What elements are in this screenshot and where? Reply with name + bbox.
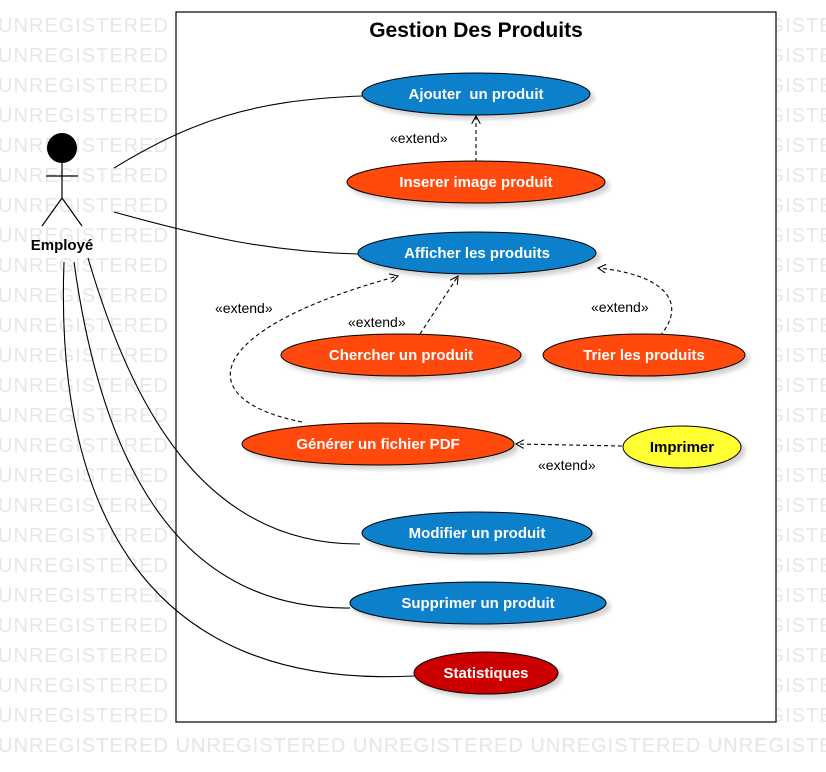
extend-generer-to-afficher xyxy=(229,276,398,423)
use-case-ellipse xyxy=(346,160,606,204)
use-case-label: Statistiques xyxy=(443,665,528,682)
actor-employe[interactable]: Employé xyxy=(31,133,94,254)
use-case-trier[interactable]: Trier les produits xyxy=(542,333,746,377)
use-case-label: Imprimer xyxy=(650,439,714,456)
use-case-supprimer[interactable]: Supprimer un produit xyxy=(349,581,607,625)
extend-label: «extend» xyxy=(591,299,649,315)
assoc-modifier xyxy=(87,257,361,545)
use-case-ajouter[interactable]: Ajouter un produit xyxy=(361,72,591,116)
extend-label: «extend» xyxy=(390,130,448,146)
use-case-ellipse xyxy=(241,422,515,466)
associations xyxy=(62,95,415,678)
system-title: Gestion Des Produits xyxy=(369,19,583,42)
use-case-label: Ajouter un produit xyxy=(409,86,544,103)
watermark-row: UNREGISTERED UNREGISTERED UNREGISTERED U… xyxy=(0,735,826,757)
assoc-statistiques xyxy=(62,261,415,678)
use-case-ellipse xyxy=(413,651,559,695)
actor-left-leg xyxy=(41,197,63,227)
assoc-afficher xyxy=(113,211,359,255)
use-case-ellipse xyxy=(622,425,742,469)
use-case-label: Supprimer un produit xyxy=(401,595,554,612)
use-case-ellipse xyxy=(349,581,607,625)
assoc-supprimer xyxy=(73,261,351,609)
use-case-statistiques[interactable]: Statistiques xyxy=(413,651,559,695)
use-case-modifier[interactable]: Modifier un produit xyxy=(361,511,593,555)
use-case-label: Inserer image produit xyxy=(399,174,552,191)
use-case-imprimer[interactable]: Imprimer xyxy=(622,425,742,469)
use-case-label: Générer un fichier PDF xyxy=(296,436,459,453)
use-case-ellipse xyxy=(357,231,597,275)
actor-head-icon xyxy=(47,133,77,163)
extend-trier-to-afficher xyxy=(598,268,673,337)
watermark-row: UNREGISTERED UNREGISTERED UNREGISTERED U… xyxy=(0,735,826,757)
use-case-label: Modifier un produit xyxy=(409,525,546,542)
use-case-label: Chercher un produit xyxy=(329,347,473,364)
use-case-generer-pdf[interactable]: Générer un fichier PDF xyxy=(241,422,515,466)
extend-label: «extend» xyxy=(348,314,406,330)
use-case-ellipse xyxy=(361,511,593,555)
extend-label: «extend» xyxy=(538,457,596,473)
extend-relations xyxy=(229,116,673,446)
use-case-afficher[interactable]: Afficher les produits xyxy=(357,231,597,275)
actor-label: Employé xyxy=(31,237,94,254)
actor-right-leg xyxy=(61,197,83,227)
use-case-ellipse xyxy=(280,333,522,377)
use-case-inserer-image[interactable]: Inserer image produit xyxy=(346,160,606,204)
use-case-label: Afficher les produits xyxy=(404,245,550,262)
use-case-chercher[interactable]: Chercher un produit xyxy=(280,333,522,377)
extend-imprimer-to-generer xyxy=(516,444,623,446)
extend-label: «extend» xyxy=(215,300,273,316)
extend-chercher-to-afficher xyxy=(419,276,458,335)
use-case-ellipse xyxy=(542,333,746,377)
use-case-label: Trier les produits xyxy=(583,347,705,364)
assoc-ajouter xyxy=(113,95,363,169)
use-case-ellipse xyxy=(361,72,591,116)
